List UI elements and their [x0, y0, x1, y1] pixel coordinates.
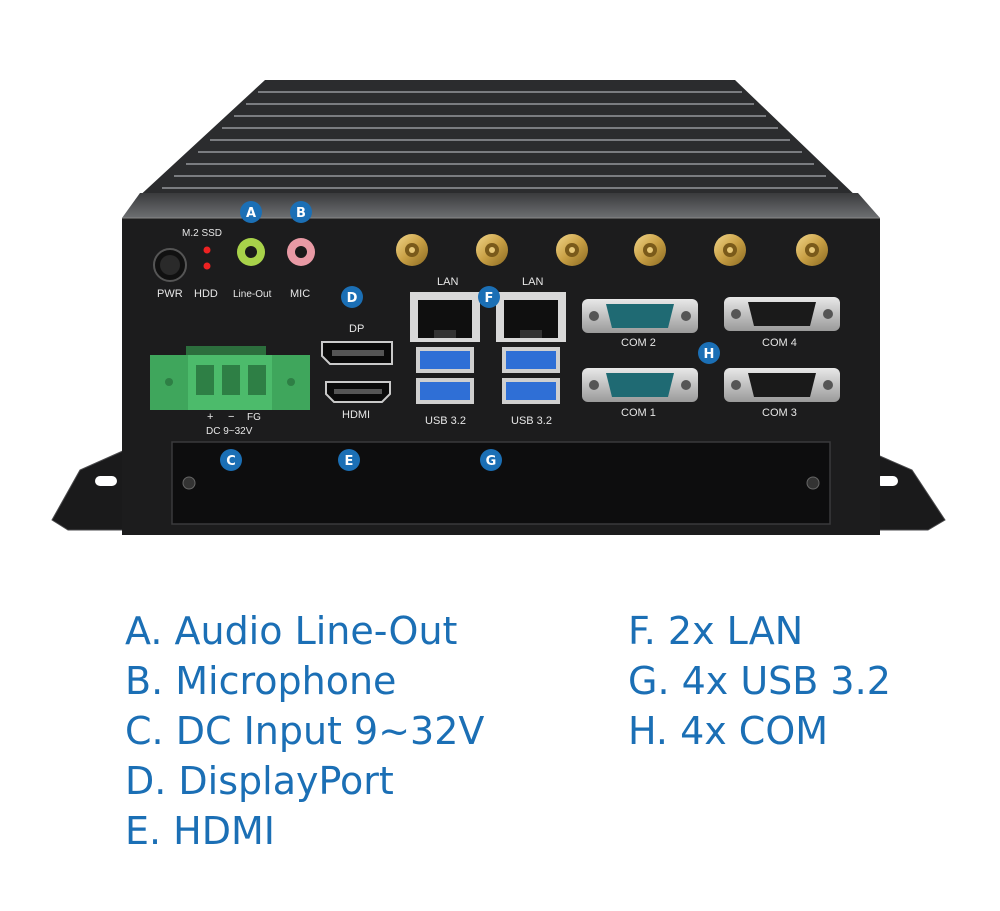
- legend-item-lan: F. 2x LAN: [628, 609, 804, 653]
- svg-text:C: C: [226, 454, 236, 469]
- hdd-led: [203, 262, 211, 270]
- expansion-slot-cover: [171, 441, 831, 525]
- com-port-2: [582, 299, 698, 333]
- label-com-4: COM 4: [762, 337, 797, 349]
- bracket-slot-right: [876, 476, 898, 486]
- svg-text:E: E: [345, 454, 354, 469]
- label-dp: DP: [349, 323, 364, 335]
- badge-h: H: [698, 342, 720, 364]
- label-lan-1: LAN: [437, 276, 458, 288]
- badge-g: G: [480, 449, 502, 471]
- svg-text:D: D: [347, 291, 358, 306]
- com-port-1: [582, 368, 698, 402]
- antenna-connector: [476, 234, 508, 266]
- label-usb-2: USB 3.2: [511, 415, 552, 427]
- label-usb-1: USB 3.2: [425, 415, 466, 427]
- chassis-top-edge: [122, 193, 880, 218]
- hdmi-connector: [325, 381, 391, 403]
- legend-column-right: F. 2x LAN G. 4x USB 3.2 H. 4x COM: [628, 606, 891, 756]
- legend-item-dc-input: C. DC Input 9~32V: [125, 709, 485, 753]
- usb-ports-right: [502, 347, 560, 404]
- legend-item-line-out: A. Audio Line-Out: [125, 609, 458, 653]
- badge-f: F: [478, 286, 500, 308]
- dc-terminal-block: [150, 346, 310, 410]
- m2-ssd-led: [203, 246, 211, 254]
- lan-port-2: [496, 292, 566, 342]
- badge-a: A: [240, 201, 262, 223]
- label-dc-range: DC 9~32V: [206, 426, 253, 437]
- label-lan-2: LAN: [522, 276, 543, 288]
- label-dc-minus: −: [228, 411, 234, 423]
- svg-text:B: B: [296, 206, 306, 221]
- label-line-out: Line-Out: [233, 289, 272, 300]
- label-com-1: COM 1: [621, 407, 656, 419]
- svg-text:H: H: [704, 347, 715, 362]
- label-com-2: COM 2: [621, 337, 656, 349]
- badge-d: D: [341, 286, 363, 308]
- mounting-bracket-left: [51, 449, 126, 531]
- antenna-connector: [634, 234, 666, 266]
- com-port-3: [724, 368, 840, 402]
- port-legend: A. Audio Line-Out B. Microphone C. DC In…: [0, 606, 1000, 886]
- label-m2-ssd: M.2 SSD: [182, 228, 222, 239]
- label-pwr: PWR: [157, 288, 183, 300]
- label-hdmi: HDMI: [342, 409, 370, 421]
- svg-text:G: G: [486, 454, 497, 469]
- lan-port-1: [410, 292, 480, 342]
- bracket-slot-left: [95, 476, 117, 486]
- badge-b: B: [290, 201, 312, 223]
- label-dc-fg: FG: [247, 412, 261, 423]
- legend-item-microphone: B. Microphone: [125, 659, 397, 703]
- usb-ports-left: [416, 347, 474, 404]
- badge-c: C: [220, 449, 242, 471]
- product-photo: M.2 SSD PWR HDD Line-Out MIC + − FG DC 9…: [51, 80, 946, 535]
- svg-text:F: F: [485, 291, 494, 306]
- label-hdd: HDD: [194, 288, 218, 300]
- badge-e: E: [338, 449, 360, 471]
- legend-item-com: H. 4x COM: [628, 709, 829, 753]
- antenna-connector: [396, 234, 428, 266]
- legend-column-left: A. Audio Line-Out B. Microphone C. DC In…: [125, 606, 484, 856]
- antenna-connectors: [396, 234, 828, 266]
- legend-item-hdmi: E. HDMI: [125, 809, 275, 853]
- antenna-connector: [556, 234, 588, 266]
- svg-text:A: A: [246, 206, 256, 221]
- legend-item-displayport: D. DisplayPort: [125, 759, 394, 803]
- legend-item-usb: G. 4x USB 3.2: [628, 659, 891, 703]
- antenna-connector: [714, 234, 746, 266]
- antenna-connector: [796, 234, 828, 266]
- heatsink-fins: [135, 80, 860, 200]
- label-mic: MIC: [290, 288, 310, 300]
- com-port-4: [724, 297, 840, 331]
- label-dc-plus: +: [207, 411, 213, 423]
- displayport-connector: [321, 341, 393, 365]
- label-com-3: COM 3: [762, 407, 797, 419]
